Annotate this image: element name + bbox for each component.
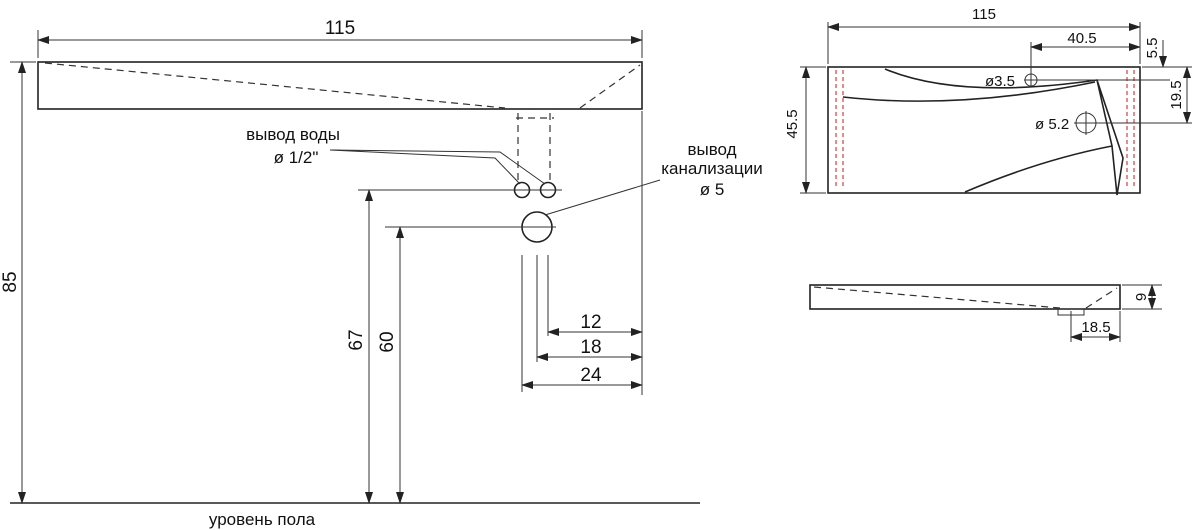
drain-label-line2: канализации: [661, 159, 763, 178]
dim-side-thickness: 9: [1133, 293, 1150, 301]
top-bowl-curve: [842, 68, 1124, 196]
floor-level-label: уровень пола: [209, 510, 316, 529]
dim-drain-height: 60: [377, 331, 398, 352]
dim-top-depth: 45.5: [784, 109, 801, 138]
dim-18: 18: [580, 337, 601, 358]
side-view: 9 18.5: [809, 284, 1162, 342]
top-basin-outline: [827, 66, 1141, 194]
drain-label-line1: вывод: [687, 140, 736, 159]
side-bowl-hidden-line: [813, 286, 1118, 309]
hole-large-label: ø 5.2: [1035, 116, 1069, 133]
water-leader-line: [329, 149, 546, 185]
front-bowl-hidden-line: [44, 62, 641, 109]
top-view: ø3.5 ø 5.2 115 40.5 45.5 5.5 19.5: [784, 6, 1192, 196]
drain-leader-line: [544, 179, 661, 216]
dim-hole-large-y: 19.5: [1168, 80, 1185, 109]
drain-diameter-label: ø 5: [700, 180, 725, 199]
front-view: 115 85 уровень пола вывод воды ø 1/2" вы…: [0, 18, 763, 529]
side-basin-outline: [809, 284, 1121, 310]
dim-side-outlet: 18.5: [1081, 319, 1110, 336]
dim-water-height: 67: [346, 329, 367, 350]
dim-hole-small-y: 5.5: [1144, 38, 1161, 59]
dim-hole-offset: 40.5: [1067, 30, 1096, 47]
water-diameter-label: ø 1/2": [274, 148, 319, 167]
dim-12: 12: [580, 312, 601, 333]
water-outlet-label: вывод воды: [246, 125, 340, 144]
dim-top-width: 115: [972, 6, 996, 23]
drain-stub-hidden: [505, 108, 580, 180]
dim-front-width: 115: [325, 18, 355, 39]
dim-total-height: 85: [0, 271, 21, 292]
hole-small-label: ø3.5: [985, 73, 1015, 90]
front-basin-outline: [37, 61, 643, 110]
dim-24: 24: [580, 365, 602, 386]
